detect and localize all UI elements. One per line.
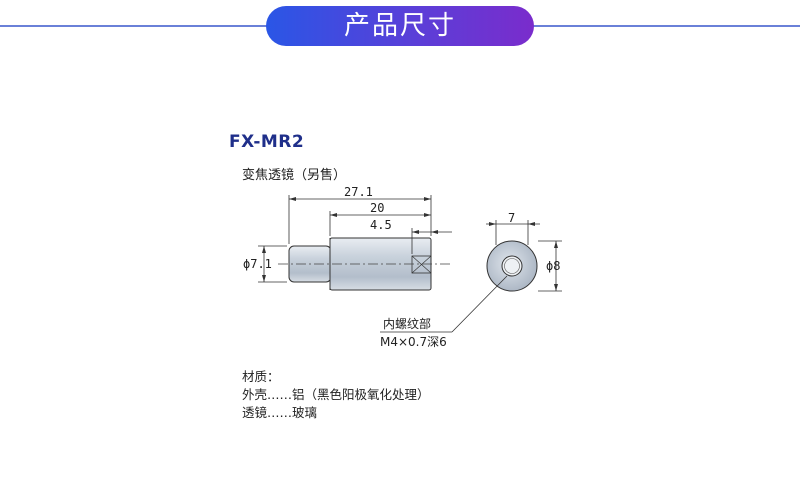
thread-note-spec: M4×0.7深6 <box>380 335 447 349</box>
material-line-housing: 外壳……铝（黑色阳极氧化处理） <box>242 387 430 402</box>
section-title: 产品尺寸 <box>343 11 456 41</box>
dim-side-diameter: ϕ7.1 <box>243 257 272 271</box>
material-heading: 材质： <box>242 369 280 384</box>
thread-detail <box>411 255 432 274</box>
section-title-banner: 产品尺寸 <box>266 6 534 46</box>
lens-end-view <box>486 240 538 292</box>
end-face-thread-hole <box>501 255 523 277</box>
thread-note-label: 内螺纹部 <box>383 316 431 331</box>
dim-end-diameter: ϕ8 <box>546 259 560 273</box>
dim-body-length: 20 <box>370 201 384 215</box>
material-line-lens: 透镜……玻璃 <box>242 405 318 420</box>
lens-side-view <box>278 237 452 291</box>
dim-end-width: 7 <box>508 211 515 225</box>
dim-overall-length: 27.1 <box>344 185 373 199</box>
thread-leader <box>451 275 508 333</box>
model-number: FX-MR2 <box>229 132 305 152</box>
dim-inner-offset: 4.5 <box>370 218 392 232</box>
part-subtitle: 变焦透镜（另售） <box>242 168 347 183</box>
